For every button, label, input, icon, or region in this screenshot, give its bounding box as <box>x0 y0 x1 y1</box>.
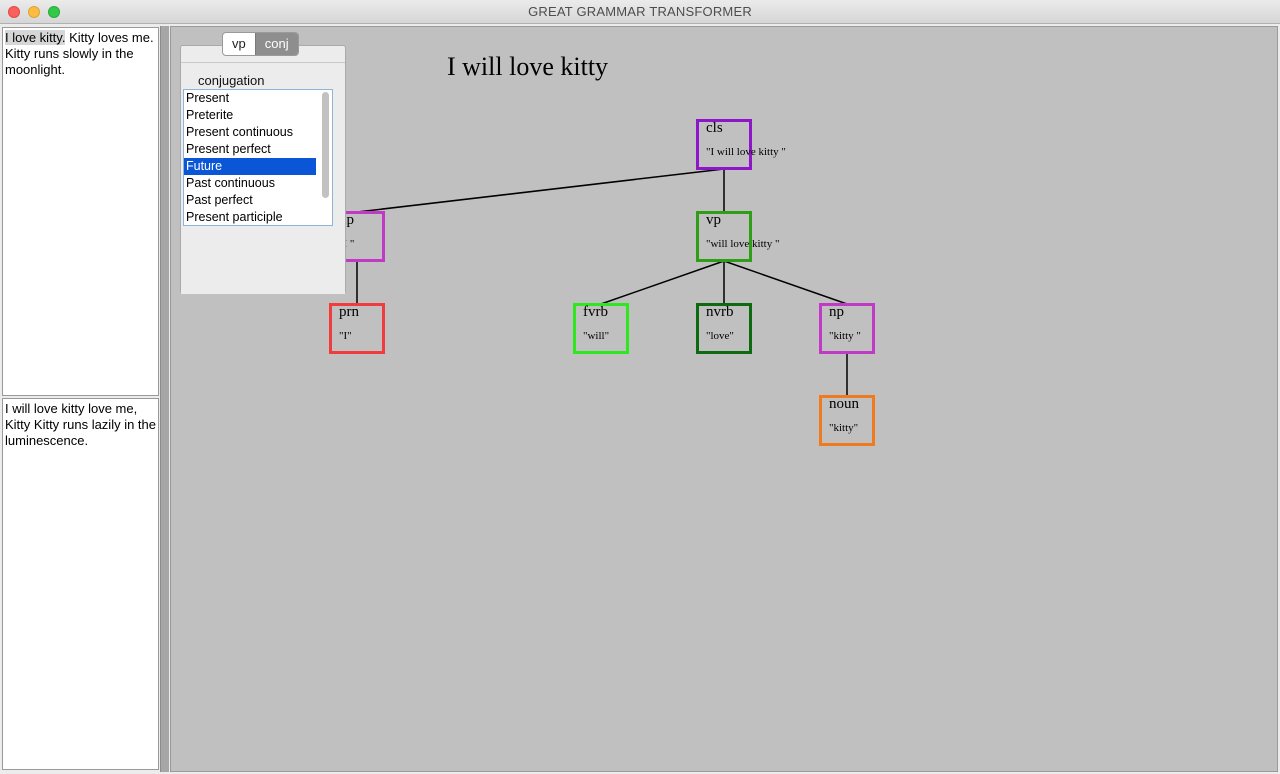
node-label: np <box>829 304 844 320</box>
conjugation-option[interactable]: Past continuous <box>186 176 275 190</box>
node-text: "love" <box>706 330 734 342</box>
node-label: fvrb <box>583 304 608 320</box>
conjugation-option[interactable]: Present <box>186 91 230 105</box>
tree-node-fvrb[interactable]: fvrb "will" <box>573 303 629 354</box>
conjugation-list[interactable]: Present Preterite Present continuous Pre… <box>183 89 333 226</box>
conjugation-option[interactable]: Future <box>184 158 316 175</box>
window-title: GREAT GRAMMAR TRANSFORMER <box>528 4 752 19</box>
conjugation-option[interactable]: Preterite <box>186 108 234 122</box>
tree-node-prn[interactable]: prn "I" <box>329 303 385 354</box>
tab-conj[interactable]: conj <box>254 33 298 55</box>
conjugation-label: conjugation <box>198 73 265 88</box>
conjugation-option[interactable]: Present continuous <box>186 125 294 139</box>
input-text-rest: Kitty loves me. Kitty runs slowly in the… <box>5 30 154 77</box>
input-text-area[interactable]: I love kitty. Kitty loves me. Kitty runs… <box>2 27 159 396</box>
tree-edge <box>723 260 848 305</box>
node-text: "kitty" <box>829 422 859 434</box>
tree-edges <box>356 168 848 396</box>
conjugation-option[interactable]: Present participle <box>186 210 283 224</box>
node-label: prn <box>339 304 359 320</box>
output-text: I will love kitty love me, Kitty Kitty r… <box>5 401 156 448</box>
tree-node-cls[interactable]: cls "I will love kitty " <box>696 119 786 170</box>
zoom-window-button[interactable] <box>48 6 60 18</box>
transform-panel: conjugation Present Preterite Present co… <box>180 32 346 294</box>
node-label: noun <box>829 396 859 412</box>
node-text: "I" <box>339 330 352 342</box>
tree-node-nvrb[interactable]: nvrb "love" <box>696 303 752 354</box>
node-label: cls <box>706 120 723 136</box>
selected-sentence: I love kitty. <box>5 30 66 45</box>
close-window-button[interactable] <box>8 6 20 18</box>
minimize-window-button[interactable] <box>28 6 40 18</box>
node-label: vp <box>706 212 721 228</box>
output-text-area[interactable]: I will love kitty love me, Kitty Kitty r… <box>2 398 159 770</box>
tree-edge <box>600 260 725 305</box>
conjugation-option[interactable]: Past perfect <box>186 193 253 207</box>
title-bar: GREAT GRAMMAR TRANSFORMER <box>0 0 1280 24</box>
parse-tree-canvas: I will love kitty cls "I will love kitty… <box>170 26 1278 772</box>
split-pane-divider[interactable] <box>160 26 169 772</box>
tab-vp[interactable]: vp <box>232 36 246 51</box>
node-text: "kitty " <box>829 330 861 342</box>
tree-sentence-title: I will love kitty <box>447 52 609 81</box>
tree-node-noun[interactable]: noun "kitty" <box>819 395 875 446</box>
tree-node-np-object[interactable]: np "kitty " <box>819 303 875 354</box>
list-scrollbar-thumb[interactable] <box>322 92 329 198</box>
node-text: "will" <box>583 330 610 342</box>
node-text: "will love kitty " <box>706 238 780 250</box>
tree-node-vp[interactable]: vp "will love kitty " <box>696 211 779 262</box>
node-label: nvrb <box>706 304 734 320</box>
conjugation-option[interactable]: Present perfect <box>186 142 271 156</box>
panel-body: conjugation Present Preterite Present co… <box>181 62 345 294</box>
panel-tabs: vp conj <box>222 32 299 56</box>
tree-edge <box>356 168 725 213</box>
node-text: "I will love kitty " <box>706 146 786 158</box>
